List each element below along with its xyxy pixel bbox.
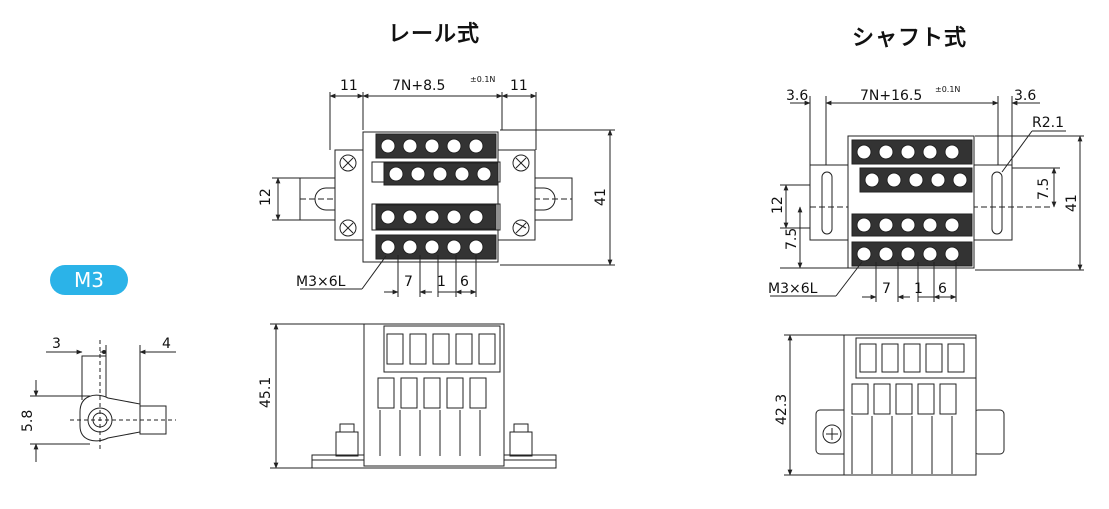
rail-dim-right: 11: [510, 78, 528, 94]
shaft-pitch-6: 6: [938, 281, 947, 297]
rail-side-height: 45.1: [258, 377, 274, 408]
rail-pitch-6: 6: [460, 274, 469, 290]
rail-dim-height: 41: [593, 188, 609, 206]
rail-screw-label: M3×6L: [296, 274, 346, 290]
shaft-dim-low: 7.5: [784, 228, 800, 250]
terminal-dot: [102, 350, 106, 354]
screw-size-badge: M3: [50, 265, 128, 295]
shaft-radius: R2.1: [1032, 115, 1064, 131]
rail-side-view: [270, 323, 557, 469]
rail-top-labels: 11 7N+8.5 ±0.1N 11 41 12 M3×6L 7 1 6: [258, 75, 609, 290]
shaft-dim-left: 3.6: [786, 88, 808, 104]
terminal-dim-a: 3: [52, 336, 61, 352]
terminal-dim-b: 4: [162, 336, 171, 352]
rail-pitch: 7: [404, 274, 413, 290]
shaft-dim-mid: 7.5: [1036, 178, 1052, 200]
rail-dim-center-tol: ±0.1N: [470, 75, 495, 84]
shaft-side-height: 42.3: [774, 394, 790, 425]
shaft-dim-right: 3.6: [1014, 88, 1036, 104]
rail-type-title: レール式: [388, 22, 481, 47]
shaft-screw-label: M3×6L: [768, 281, 818, 297]
rail-pitch-small: 1: [437, 274, 446, 290]
rail-dim-center: 7N+8.5: [392, 78, 445, 94]
shaft-top-view: [770, 96, 1084, 302]
terminal-dim-c: 5.8: [20, 410, 36, 432]
rail-dim-rail: 12: [258, 188, 274, 206]
rail-top-view: [272, 92, 615, 297]
crimp-terminal-drawing: [30, 340, 176, 462]
shaft-pitch-small: 1: [914, 281, 923, 297]
mount-screw: [339, 154, 530, 237]
terminal-labels: 3 4 5.8: [20, 336, 171, 432]
shaft-dim-center: 7N+16.5: [860, 88, 922, 104]
shaft-dim-rail: 12: [770, 196, 786, 214]
shaft-dim-height: 41: [1064, 194, 1080, 212]
terminal-row: [375, 133, 499, 260]
shaft-type-title: シャフト式: [852, 26, 968, 51]
shaft-top-labels: 3.6 7N+16.5 ±0.1N 3.6 R2.1 41 7.5 12 7.5…: [768, 85, 1080, 297]
shaft-dim-center-tol: ±0.1N: [935, 85, 960, 94]
rail-dim-left: 11: [340, 78, 358, 94]
shaft-pitch: 7: [882, 281, 891, 297]
shaft-side-view: [784, 334, 1005, 476]
